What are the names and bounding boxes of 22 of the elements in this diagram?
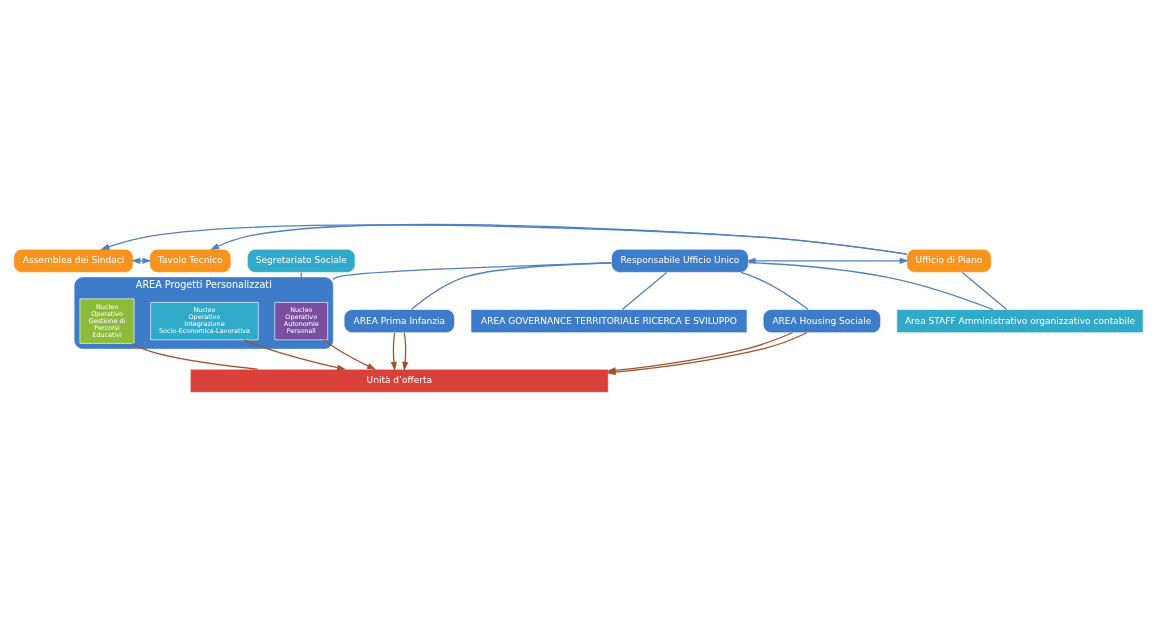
connector: [747, 261, 994, 311]
node-box: Unità d’offerta: [189, 368, 609, 393]
arrow: [243, 339, 347, 371]
node-box: Responsabile Ufficio Unico: [611, 248, 749, 273]
node-box: Tavolo Tecnico: [149, 248, 232, 273]
connector: [961, 271, 1008, 311]
arrow: [390, 332, 397, 371]
connector: [132, 342, 259, 370]
arrow: [402, 332, 409, 371]
connector: [410, 262, 613, 311]
connector: [332, 262, 613, 281]
node-box: AREA Housing Sociale: [762, 309, 881, 334]
arrow: [322, 339, 377, 370]
node-box: AREA Prima Infanzia: [343, 309, 455, 334]
connector: [621, 271, 668, 311]
connector: [740, 271, 809, 311]
node-box: Assemblea dei Sindaci: [13, 248, 134, 273]
arrow: [746, 257, 909, 264]
node-box: AREA GOVERNANCE TERRITORIALE RICERCA E SVILUPPO: [470, 309, 748, 334]
node-box: Ufficio di Piano: [906, 248, 992, 273]
node-box: Area STAFF Amministrativo organizzativo contabile: [896, 309, 1144, 334]
node-box: Segretariato Sociale: [247, 248, 356, 273]
